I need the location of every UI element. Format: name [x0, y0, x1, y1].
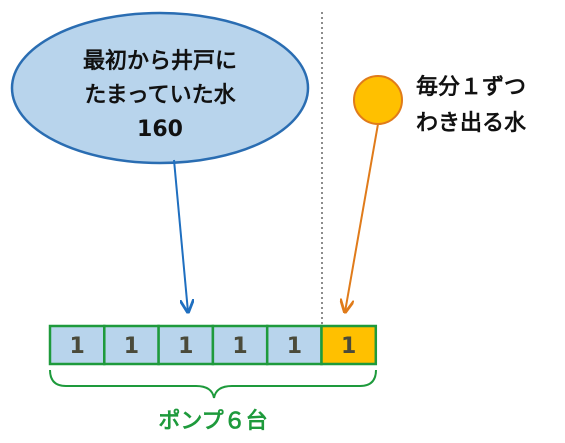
spring-pump-cell	[320, 324, 378, 366]
pump-cell-value: 1	[124, 334, 139, 359]
pump-cell-value: 1	[341, 334, 356, 359]
pump-cell	[48, 324, 106, 366]
spring-water-arrow	[345, 123, 379, 312]
spring-water-line1: 毎分１ずつ	[416, 75, 526, 100]
pump-count-label: ポンプ６台	[158, 408, 267, 434]
pump-cell	[157, 324, 215, 366]
initial-water-line1: 最初から井戸に	[83, 48, 237, 74]
pump-cell-value: 1	[69, 334, 84, 359]
pump-cell-value: 1	[287, 334, 302, 359]
spring-circle	[353, 75, 403, 125]
initial-water-value: 160	[137, 117, 183, 142]
initial-water-ellipse	[10, 11, 310, 165]
pump-brace	[49, 369, 377, 399]
pump-cells: 1 1 1 1 1 1	[48, 324, 378, 366]
initial-water-line2: たまっていた水	[84, 83, 236, 108]
initial-water-arrow	[173, 159, 188, 312]
spring-water-line2: わき出る水	[416, 111, 527, 136]
pump-cell-value: 1	[178, 334, 193, 359]
pump-cell	[103, 324, 160, 366]
pump-cell-value: 1	[232, 334, 247, 359]
